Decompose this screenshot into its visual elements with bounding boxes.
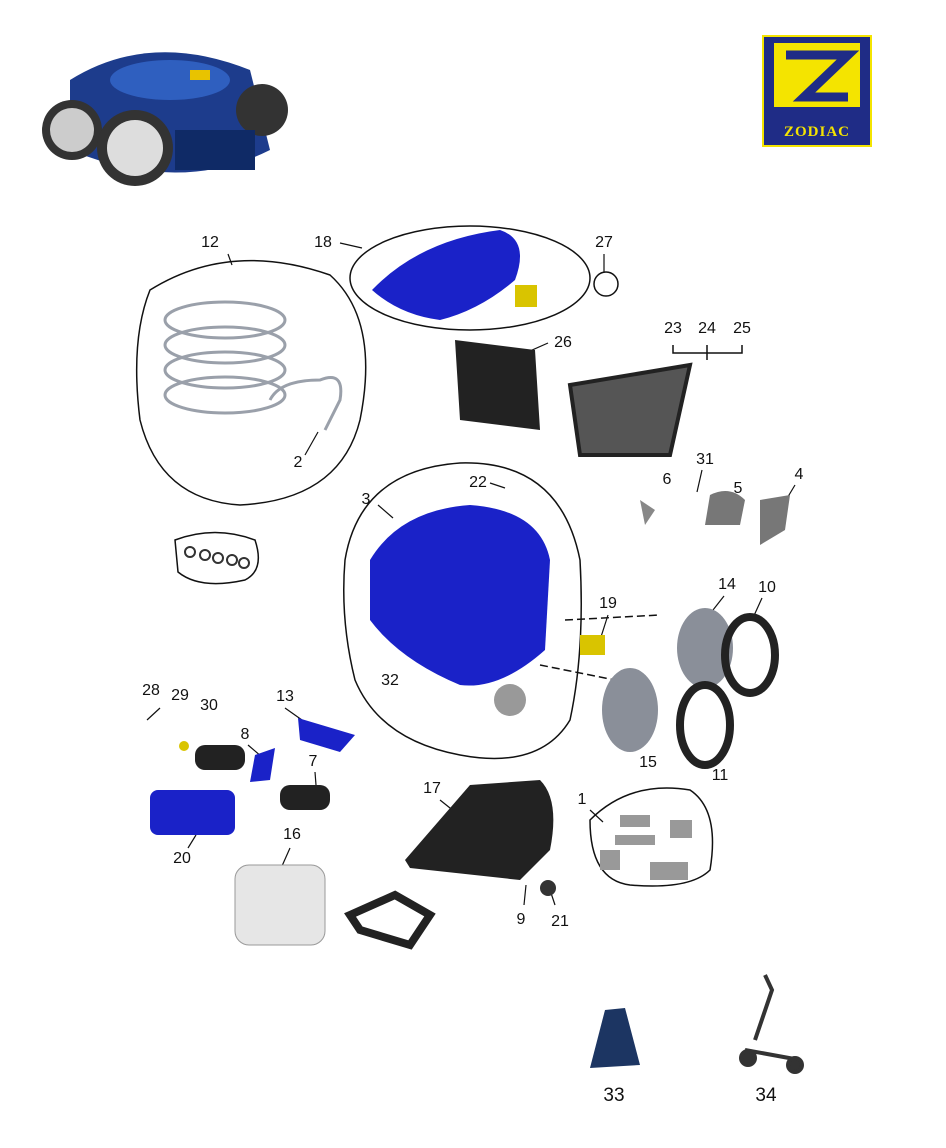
roller-a bbox=[195, 745, 245, 770]
callout-34: 34 bbox=[755, 1085, 777, 1106]
callout-6: 6 bbox=[662, 471, 672, 488]
brush-20 bbox=[150, 790, 235, 835]
group-outline-12 bbox=[135, 259, 367, 506]
callout-15: 15 bbox=[639, 754, 657, 771]
roller-b bbox=[280, 785, 330, 810]
callout-33: 33 bbox=[603, 1085, 625, 1106]
callout-8: 8 bbox=[240, 726, 250, 743]
clips bbox=[184, 546, 250, 569]
caddy-34 bbox=[739, 974, 804, 1074]
bar-13 bbox=[298, 718, 355, 752]
wheel-15 bbox=[602, 668, 658, 752]
motor-outlet bbox=[760, 495, 790, 545]
callout-21: 21 bbox=[551, 913, 569, 930]
callout-26: 26 bbox=[554, 334, 572, 351]
callout-24: 24 bbox=[698, 320, 716, 337]
group-outline-27 bbox=[593, 271, 619, 297]
callout-2: 2 bbox=[293, 454, 303, 471]
group-outline-1 bbox=[589, 787, 714, 887]
callout-25: 25 bbox=[733, 320, 751, 337]
bracket-8 bbox=[250, 748, 275, 782]
handle bbox=[344, 890, 436, 950]
callout-14: 14 bbox=[718, 576, 736, 593]
motor-body bbox=[370, 505, 550, 686]
zodiac-logo: ZODIAC bbox=[762, 35, 872, 147]
zodiac-z-mark bbox=[774, 43, 860, 107]
group-outline-clips bbox=[174, 531, 260, 585]
callout-13: 13 bbox=[276, 688, 294, 705]
chassis-17 bbox=[405, 780, 554, 880]
propeller-cage bbox=[705, 491, 745, 525]
callout-29: 29 bbox=[171, 687, 189, 704]
plastic-kit-1 bbox=[600, 815, 692, 880]
callout-9: 9 bbox=[516, 911, 526, 928]
callout-4: 4 bbox=[794, 466, 804, 483]
callout-22: 22 bbox=[469, 474, 487, 491]
logo-text: ZODIAC bbox=[783, 124, 850, 140]
callout-3: 3 bbox=[361, 491, 371, 508]
filter-basket bbox=[567, 362, 693, 457]
callout-12: 12 bbox=[201, 234, 219, 251]
bushing-30 bbox=[179, 741, 189, 751]
group-outline-3 bbox=[343, 462, 582, 760]
top-cover bbox=[372, 230, 520, 320]
callout-5: 5 bbox=[733, 480, 743, 497]
wheel-14 bbox=[677, 608, 733, 688]
power-supply-16 bbox=[234, 864, 326, 946]
callout-11: 11 bbox=[711, 767, 729, 784]
impeller bbox=[640, 500, 655, 525]
callout-18: 18 bbox=[314, 234, 332, 251]
gear-assembly bbox=[494, 684, 526, 716]
callout-30: 30 bbox=[200, 697, 218, 714]
callout-23: 23 bbox=[664, 320, 682, 337]
callout-10: 10 bbox=[758, 579, 776, 596]
callout-17: 17 bbox=[423, 780, 441, 797]
cap-21 bbox=[540, 880, 556, 896]
robot-cleaner-photo bbox=[42, 52, 288, 186]
bracket-23-25 bbox=[672, 345, 743, 360]
callout-20: 20 bbox=[173, 850, 191, 867]
power-cable-coil bbox=[163, 300, 343, 431]
group-outline-18 bbox=[349, 225, 591, 331]
callout-27: 27 bbox=[595, 234, 613, 251]
callout-32: 32 bbox=[381, 672, 399, 689]
callout-1: 1 bbox=[577, 791, 587, 808]
tyre-10 bbox=[721, 613, 779, 697]
bearing-19 bbox=[580, 635, 605, 655]
callout-7: 7 bbox=[308, 753, 318, 770]
yellow-latch bbox=[515, 285, 537, 307]
callout-19: 19 bbox=[599, 595, 617, 612]
callout-16: 16 bbox=[283, 826, 301, 843]
filter-frame bbox=[455, 340, 540, 430]
tyre-11 bbox=[676, 681, 734, 769]
callout-28: 28 bbox=[142, 682, 160, 699]
cover-33 bbox=[590, 1008, 640, 1068]
callout-31: 31 bbox=[696, 451, 714, 468]
